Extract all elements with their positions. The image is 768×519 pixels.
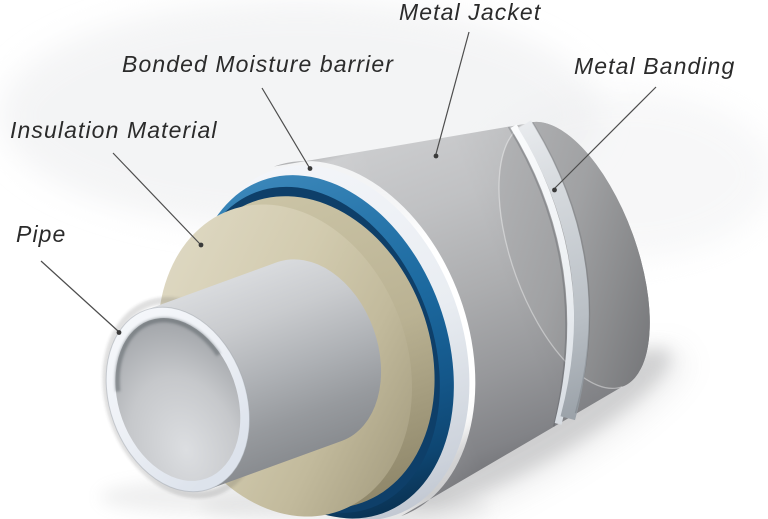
metal-banding-strap	[507, 120, 591, 427]
leader-metal-banding	[552, 86, 657, 193]
leader-line-insulation	[112, 152, 201, 245]
leader-moisture-barrier	[261, 87, 313, 171]
leader-line-pipe	[40, 260, 119, 332]
leader-dot-moisture-barrier	[307, 166, 313, 171]
label-metal-banding: Metal Banding	[574, 53, 736, 79]
leader-line-moisture-barrier	[261, 87, 310, 168]
leader-metal-jacket	[433, 31, 470, 159]
leader-pipe	[40, 260, 122, 335]
label-pipe: Pipe	[16, 221, 67, 247]
banding-white-stripe	[510, 124, 575, 425]
pipe-bore-inner-shadow	[114, 317, 221, 392]
leader-dot-insulation	[198, 242, 204, 248]
leader-insulation	[112, 152, 204, 248]
pipe-assembly	[102, 120, 650, 519]
pipe-body	[145, 259, 382, 489]
label-insulation: Insulation Material	[10, 117, 218, 143]
pipe-bore	[115, 317, 241, 481]
banding-silver-band	[518, 120, 590, 421]
banding-seam-left	[507, 126, 567, 427]
label-metal-jacket: Metal Jacket	[399, 0, 542, 25]
leader-dot-metal-jacket	[433, 153, 439, 159]
leader-line-metal-jacket	[435, 31, 470, 155]
leader-line-metal-banding	[553, 86, 657, 190]
jacket-end-cap-edge	[498, 122, 623, 390]
leader-dot-pipe	[116, 330, 122, 335]
leader-lines	[40, 31, 657, 335]
leader-dot-metal-banding	[552, 187, 557, 193]
banding-seam-right	[531, 122, 591, 414]
label-moisture-barrier: Bonded Moisture barrier	[122, 51, 395, 77]
